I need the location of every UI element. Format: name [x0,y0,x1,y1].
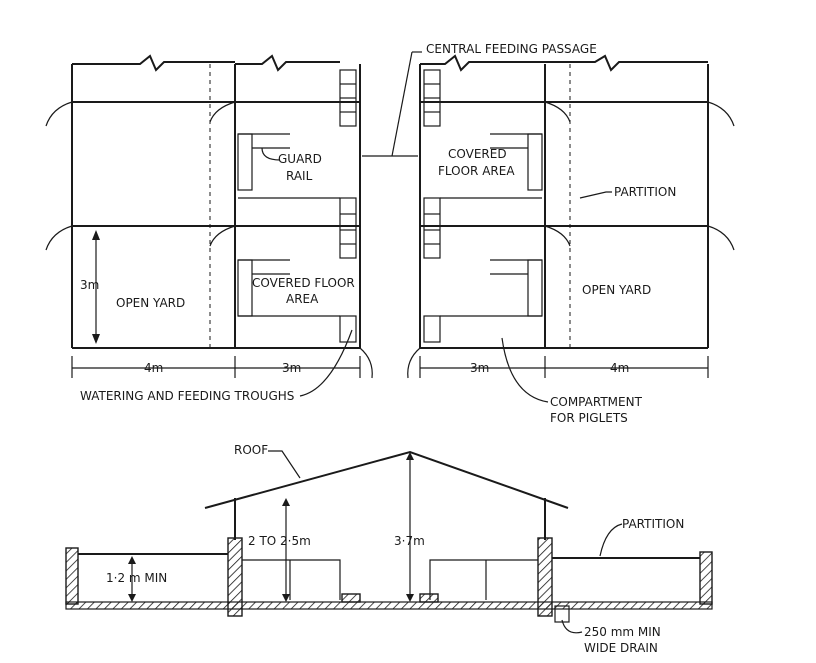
covered-floor-area-tr-label-1: COVERED [448,147,507,161]
pen-left [242,559,341,600]
gate-swing-8 [707,225,735,251]
compartment-leader [501,337,549,403]
guard-rail-leader [261,147,281,161]
covered-floor-area-bl-label-2: AREA [286,292,319,306]
passage-door-right [407,347,421,379]
dim-3m-left-label: 3m [282,361,301,375]
section-wall-left [227,537,243,617]
section-dims [128,452,414,602]
section-wall-right [537,537,553,617]
height-ridge-label: 3·7m [394,534,425,548]
covered-floor-area-tr-label-2: FLOOR AREA [438,164,515,178]
dim-3m-right-label: 3m [470,361,489,375]
gate-swing-6 [544,225,571,247]
troughs [339,69,441,343]
section-partition-leader [599,523,623,557]
yard-wall-right [699,551,713,605]
plan-view: CENTRAL FEEDING PASSAGE GUARD RAIL COVER… [45,42,735,425]
section-view: ROOF 2 TO 2·5m 3·7m PARTITION 1·2 m MIN … [65,443,713,655]
trough-leader [299,329,353,397]
compartment-label-2: FOR PIGLETS [550,411,628,425]
passage-door-left [359,347,373,379]
open-yard-right-label: OPEN YARD [582,283,651,297]
gate-swing-4 [209,225,236,247]
dim-4m-left-label: 4m [144,361,163,375]
yard-wall-height-label: 1·2 m MIN [106,571,167,585]
drain-leader [561,619,583,634]
guard-rails [237,133,543,317]
troughs-label: WATERING AND FEEDING TROUGHS [80,389,294,403]
open-yard-left-label: OPEN YARD [116,296,185,310]
guard-rail-label-1: GUARD [278,152,322,166]
yard-wall-left [65,547,79,605]
dim-3m-vertical-label: 3m [80,278,99,292]
break-line-right [420,54,708,72]
pen-right [429,559,538,600]
gate-swing-1 [45,101,73,127]
partition-label-section: PARTITION [622,517,684,531]
compartment-label-1: COMPARTMENT [550,395,643,409]
floor-slab [65,601,713,610]
passage-leader [391,51,413,157]
gate-swing-2 [45,225,73,251]
roof-leader [268,450,301,479]
dim-4m-right-label: 4m [610,361,629,375]
break-line-mid-left [235,54,340,72]
partition-label-plan: PARTITION [614,185,676,199]
drain-label-1: 250 mm MIN [584,625,661,639]
roof-line [204,450,569,509]
central-feeding-passage-label: CENTRAL FEEDING PASSAGE [426,42,597,56]
covered-floor-area-bl-label-1: COVERED FLOOR [252,276,355,290]
partition-leader [579,191,612,199]
height-wall-label: 2 TO 2·5m [248,534,311,548]
roof-label: ROOF [234,443,268,457]
gate-swing-7 [707,101,735,127]
drain-label-2: WIDE DRAIN [584,641,658,655]
gate-swing-5 [544,101,571,123]
guard-rail-label-2: RAIL [286,169,313,183]
trough-left [341,593,361,603]
gate-swing-3 [209,101,236,123]
horizontal-dims [71,356,709,378]
break-line-left [72,54,235,72]
trough-right [419,593,439,603]
